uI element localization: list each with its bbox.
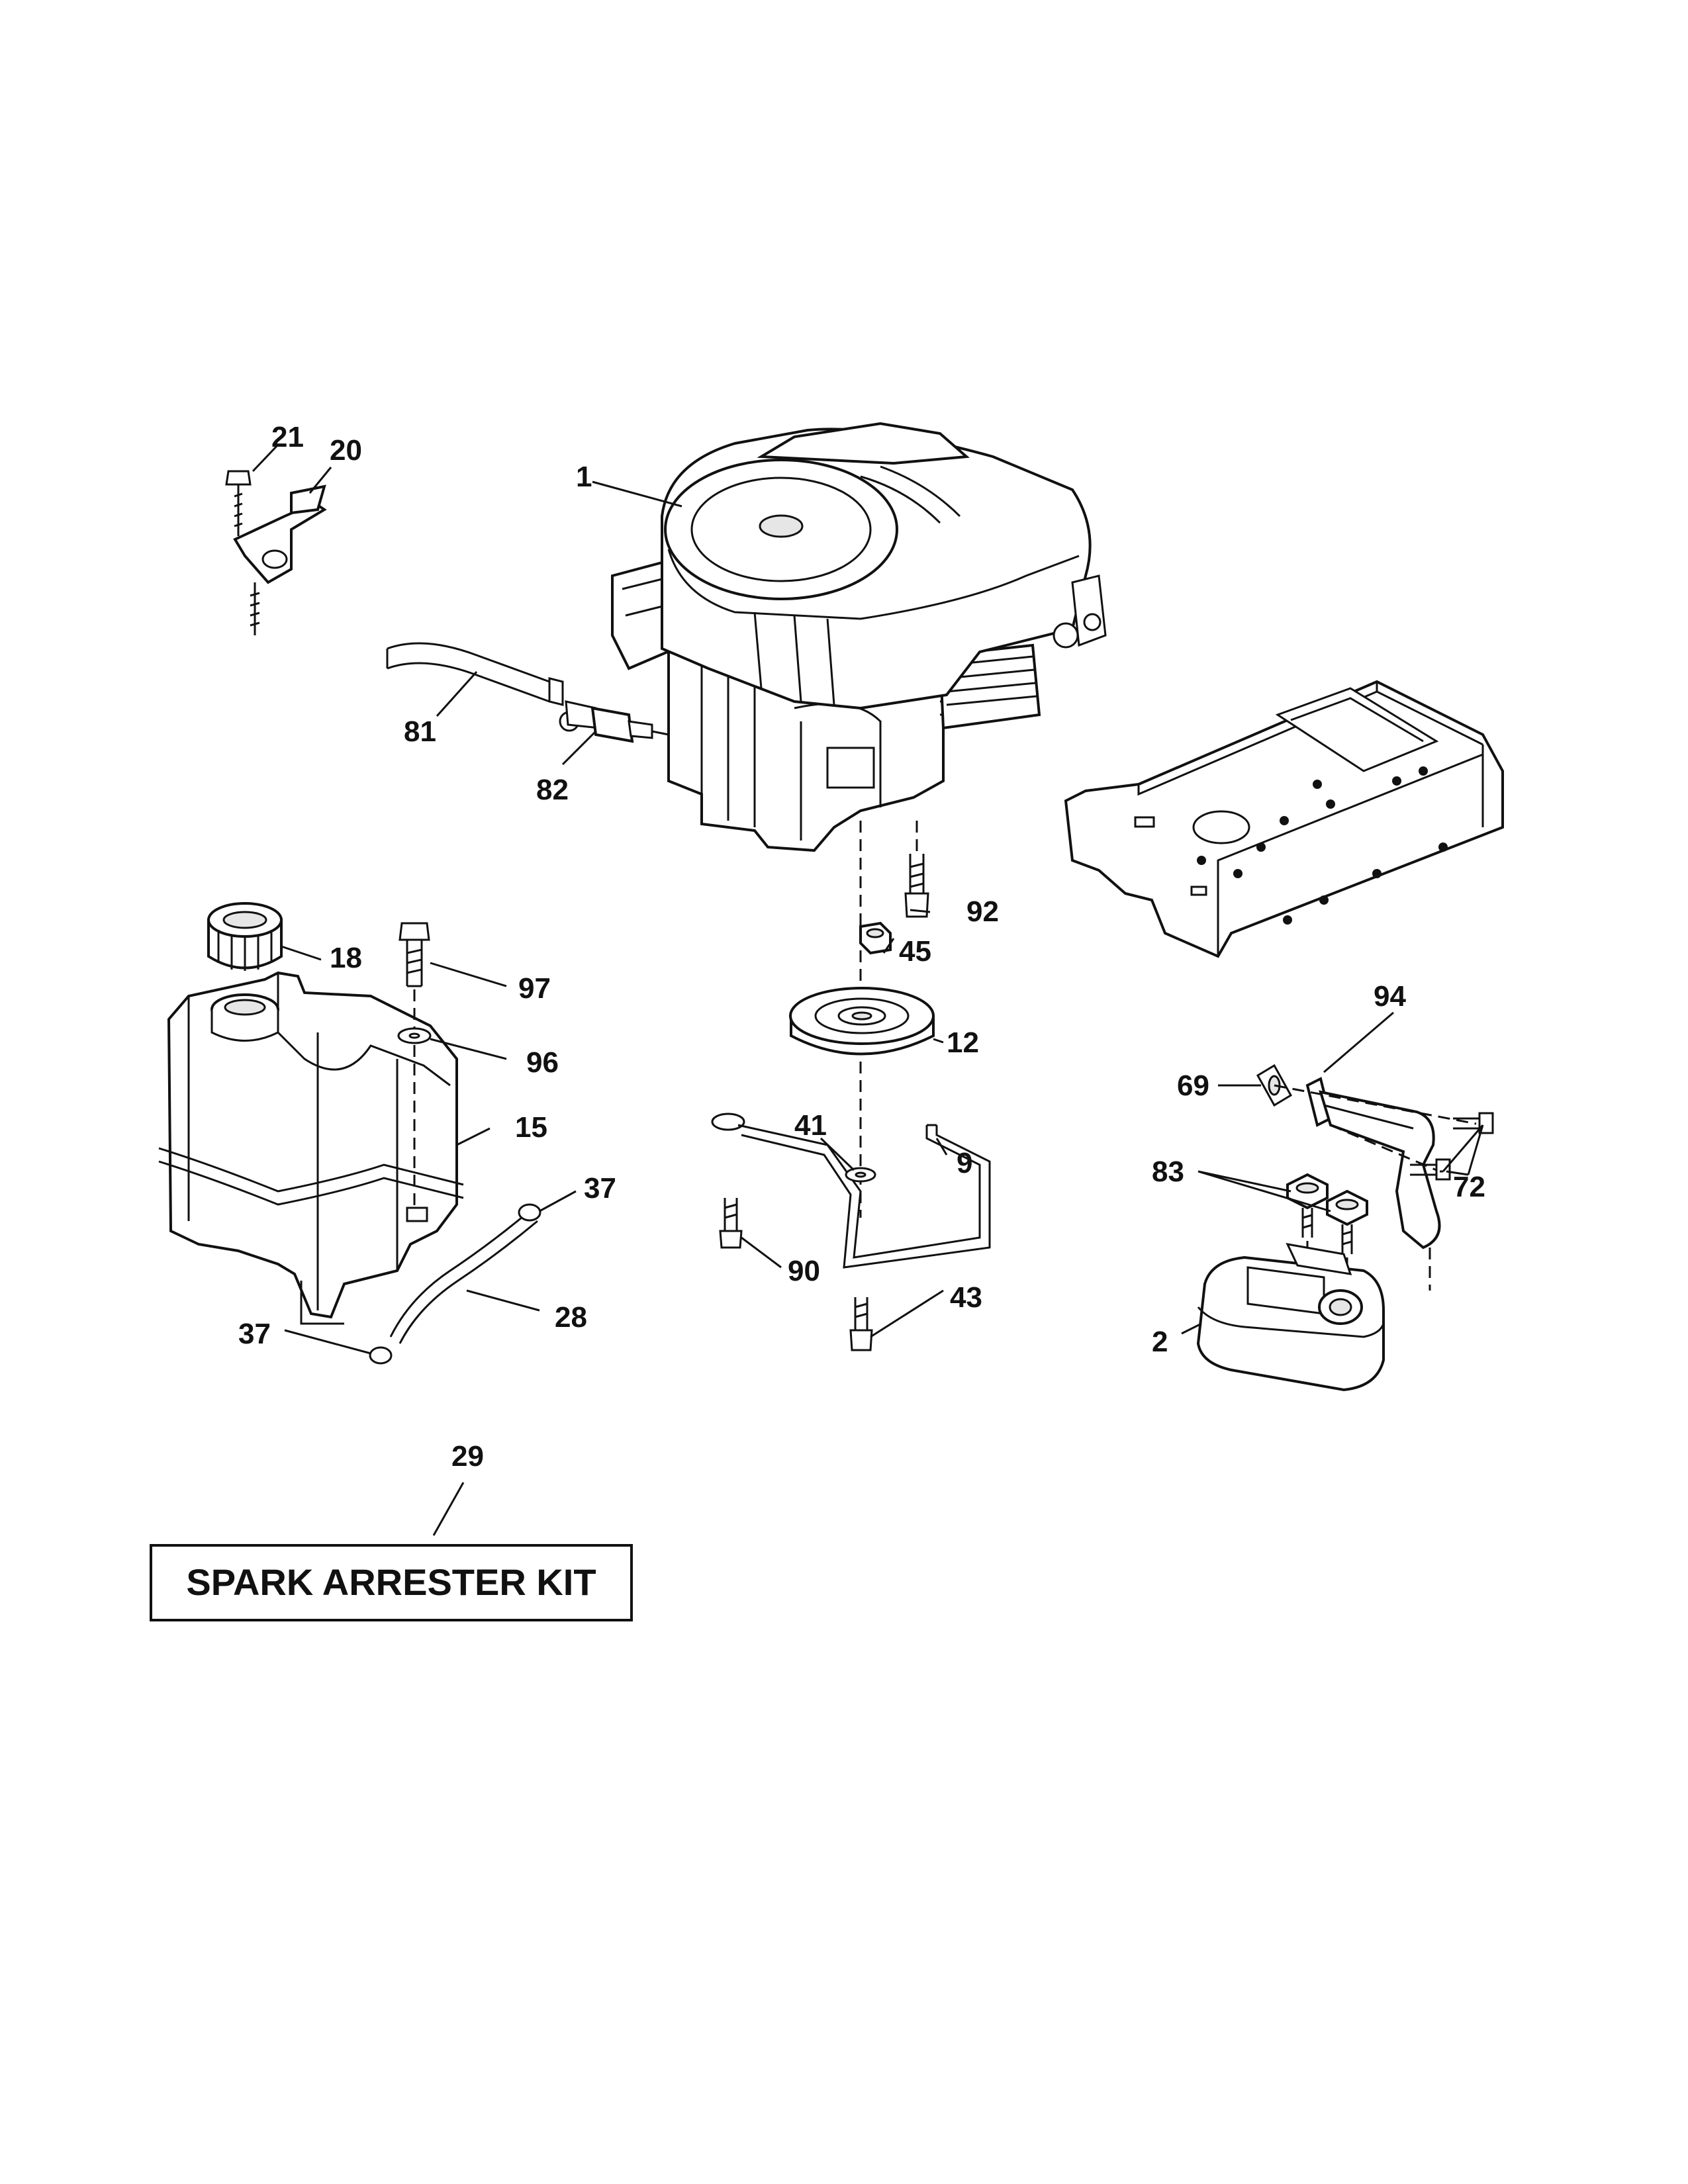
spark-arrester-kit-label: SPARK ARRESTER KIT <box>186 1561 596 1603</box>
engine <box>611 422 1107 852</box>
label-28: 28 <box>555 1301 587 1334</box>
label-94: 94 <box>1374 980 1406 1013</box>
label-1: 1 <box>576 461 592 493</box>
bolt-92 <box>904 821 929 918</box>
label-29: 29 <box>451 1440 484 1473</box>
throttle-bracket <box>225 470 327 635</box>
screw-83-left <box>1286 1173 1329 1238</box>
label-81: 81 <box>404 715 436 748</box>
hose-clamp-top <box>518 1203 541 1222</box>
label-97: 97 <box>518 972 551 1005</box>
bolt-90 <box>719 1198 743 1249</box>
muffler-2 <box>1196 1243 1385 1392</box>
bolt-43 <box>849 1297 873 1351</box>
label-37-top: 37 <box>584 1172 616 1205</box>
fuel-line-81 <box>386 642 564 706</box>
fuel-tank <box>158 971 464 1325</box>
label-20: 20 <box>330 434 362 467</box>
label-83: 83 <box>1152 1156 1184 1188</box>
fuel-hose-28 <box>389 1210 538 1344</box>
guard-bracket-9 <box>711 1113 991 1269</box>
label-2: 2 <box>1152 1326 1168 1358</box>
label-90: 90 <box>788 1255 820 1287</box>
label-15: 15 <box>515 1111 547 1144</box>
screw-97 <box>399 922 430 1211</box>
label-12: 12 <box>947 1026 979 1059</box>
label-41: 41 <box>794 1109 827 1142</box>
washer-41 <box>845 1167 876 1183</box>
label-92: 92 <box>966 895 999 928</box>
label-37-bottom: 37 <box>238 1318 271 1350</box>
exhaust-pipe-94 <box>1305 1077 1441 1250</box>
label-21: 21 <box>271 421 304 453</box>
screw-83-right <box>1326 1189 1368 1254</box>
fuel-filter-82 <box>559 700 669 743</box>
label-45: 45 <box>899 935 931 968</box>
bolt-72-top <box>1453 1112 1494 1134</box>
bolt-72-bottom <box>1410 1158 1451 1181</box>
label-82: 82 <box>536 774 569 806</box>
label-43: 43 <box>950 1281 982 1314</box>
label-9: 9 <box>957 1147 972 1179</box>
label-18: 18 <box>330 942 362 974</box>
spark-arrester-kit-box: SPARK ARRESTER KIT <box>150 1544 633 1621</box>
label-96: 96 <box>526 1046 559 1079</box>
fuel-cap <box>207 902 283 971</box>
label-72: 72 <box>1453 1171 1485 1203</box>
exhaust-dash-lines <box>1274 1084 1477 1171</box>
hose-clamp-bottom <box>369 1346 393 1365</box>
label-69: 69 <box>1177 1069 1209 1102</box>
leader-lines <box>252 443 1484 1536</box>
pulley-12 <box>789 987 935 1056</box>
frame-plate <box>1064 680 1504 958</box>
washer-96 <box>397 1027 432 1044</box>
